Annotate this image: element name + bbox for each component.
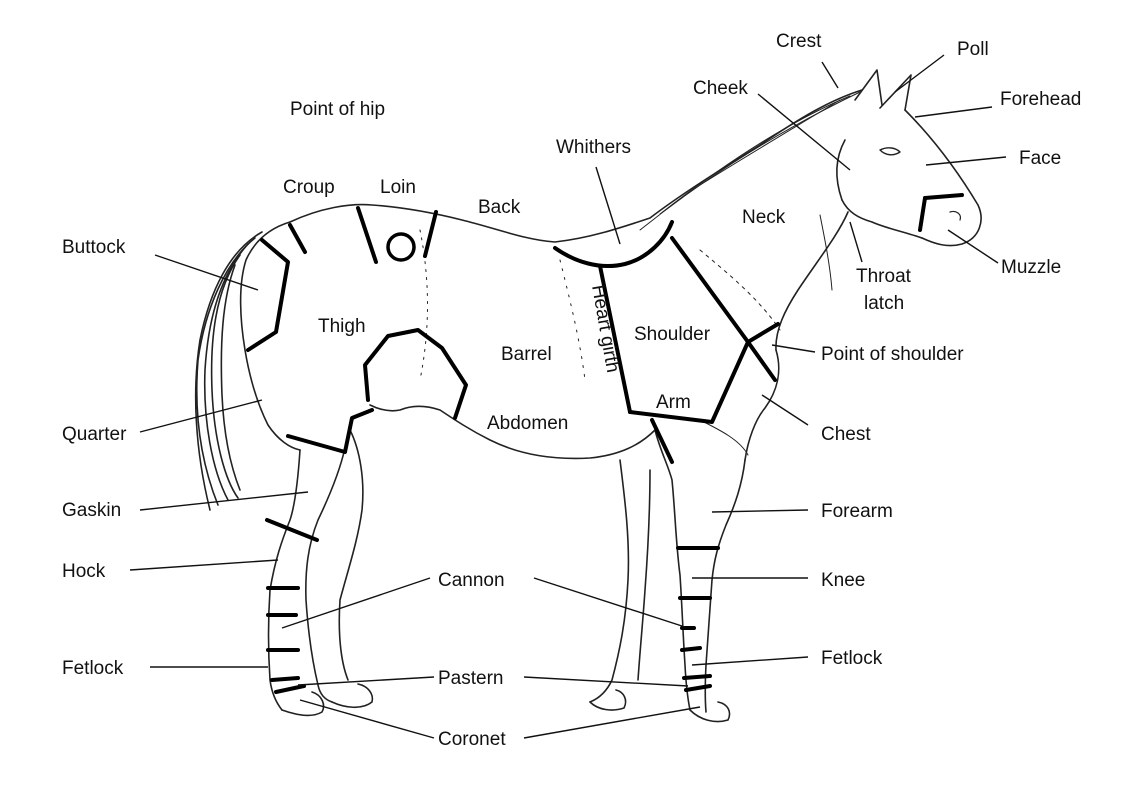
label-buttock: Buttock — [62, 237, 126, 258]
label-chest: Chest — [821, 424, 871, 445]
point-of-hip-marker — [386, 232, 416, 262]
label-abdomen: Abdomen — [487, 413, 568, 434]
label-fetlock-left: Fetlock — [62, 658, 124, 679]
label-latch: latch — [864, 293, 904, 314]
label-back: Back — [478, 197, 521, 218]
horse-outline — [194, 69, 982, 723]
label-point-of-shoulder: Point of shoulder — [821, 344, 964, 365]
part-labels: Crest Poll Forehead Cheek Face Point of … — [62, 31, 1081, 750]
leader-lines — [129, 54, 1007, 739]
label-throat: Throat — [856, 266, 912, 287]
label-muzzle: Muzzle — [1001, 257, 1061, 278]
label-forehead: Forehead — [1000, 89, 1081, 110]
label-neck: Neck — [742, 207, 786, 228]
label-hock: Hock — [62, 561, 106, 582]
label-cannon: Cannon — [438, 570, 505, 591]
label-fetlock-right: Fetlock — [821, 648, 883, 669]
label-shoulder: Shoulder — [634, 324, 711, 345]
label-croup: Croup — [283, 177, 335, 198]
label-loin: Loin — [380, 177, 416, 198]
label-cheek: Cheek — [693, 78, 748, 99]
label-heart-girth: Heart girth — [587, 283, 623, 374]
label-poll: Poll — [957, 39, 989, 60]
label-knee: Knee — [821, 570, 865, 591]
label-whithers: Whithers — [556, 137, 631, 158]
label-arm: Arm — [656, 392, 691, 413]
label-face: Face — [1019, 148, 1061, 169]
label-quarter: Quarter — [62, 424, 127, 445]
label-barrel: Barrel — [501, 344, 552, 365]
label-point-of-hip: Point of hip — [290, 99, 385, 120]
label-crest: Crest — [776, 31, 822, 52]
label-coronet: Coronet — [438, 729, 506, 750]
label-thigh: Thigh — [318, 316, 366, 337]
label-gaskin: Gaskin — [62, 500, 121, 521]
region-boundaries — [246, 193, 964, 694]
label-pastern: Pastern — [438, 668, 503, 689]
label-forearm: Forearm — [821, 501, 893, 522]
